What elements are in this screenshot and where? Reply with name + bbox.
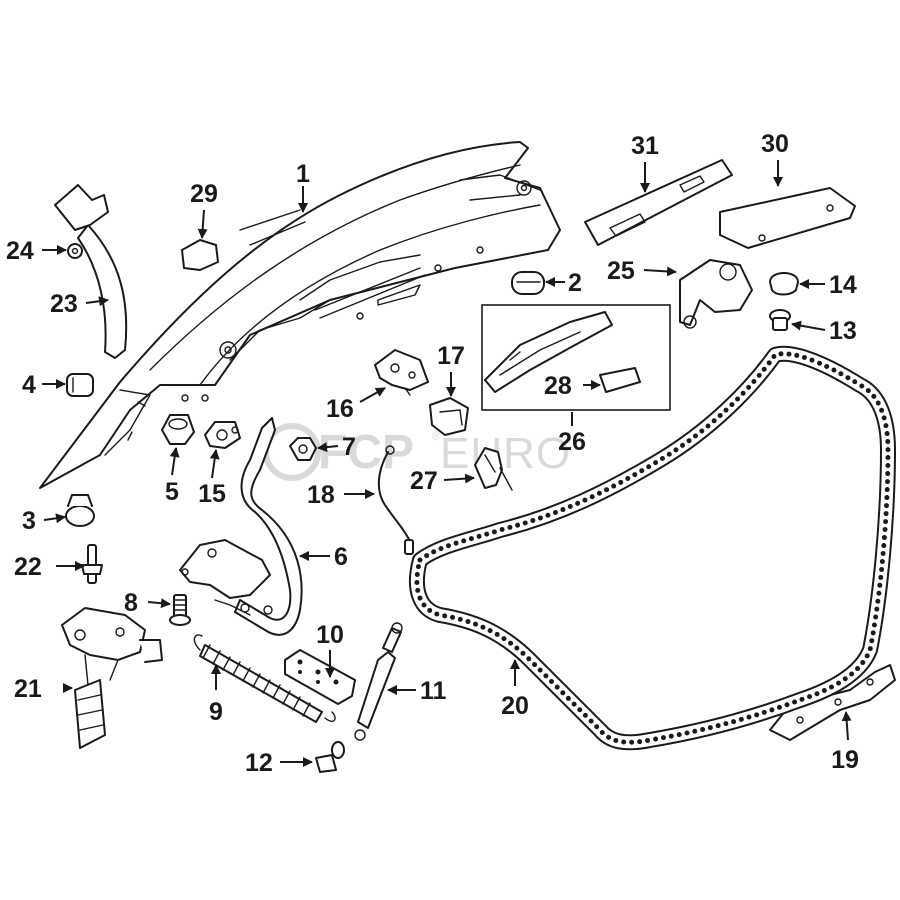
watermark-brand-b: EURO: [440, 429, 571, 478]
callout-13: 13: [829, 317, 857, 345]
part-20-weatherstrip: [408, 345, 896, 751]
part-15-grommet: [204, 421, 241, 449]
watermark-reg-mark: ®: [432, 429, 442, 443]
part-3-bump-stop: [65, 494, 95, 527]
callout-30: 30: [761, 130, 789, 158]
part-14-cap: [769, 272, 799, 296]
part-16-latch: [374, 349, 429, 396]
callout-15: 15: [198, 480, 226, 508]
part-12-bolt: [315, 741, 345, 773]
part-9-spring: [193, 634, 336, 723]
callout-9: 9: [209, 698, 223, 726]
part-13-bolt: [769, 309, 791, 331]
part-30-plate: [719, 187, 856, 249]
callout-24: 24: [6, 237, 34, 265]
callout-8: 8: [124, 589, 138, 617]
callout-3: 3: [22, 507, 36, 535]
callout-12: 12: [245, 749, 273, 777]
part-31-strip: [584, 159, 733, 246]
callout-16: 16: [326, 395, 354, 423]
part-24-clip: [67, 243, 83, 259]
callout-20: 20: [501, 692, 529, 720]
part-11-gas-strut: [354, 622, 403, 741]
callout-2: 2: [568, 269, 582, 297]
part-7-nut: [289, 437, 317, 461]
callout-27: 27: [410, 467, 438, 495]
part-4-pad: [66, 373, 94, 397]
part-26-handle-assembly: [481, 304, 671, 411]
part-21-lock-actuator: [61, 607, 163, 749]
watermark-brand-a: FCP: [318, 426, 414, 479]
callout-25: 25: [607, 257, 635, 285]
callout-19: 19: [831, 746, 859, 774]
callout-21: 21: [14, 675, 42, 703]
callout-22: 22: [14, 553, 42, 581]
part-18-release-cable: [377, 445, 414, 555]
part-29-clip: [181, 239, 219, 271]
callout-11: 11: [420, 677, 447, 705]
part-8-bolt: [169, 594, 191, 626]
callout-6: 6: [334, 543, 348, 571]
callout-23: 23: [50, 290, 78, 318]
part-25-lock-cylinder: [679, 259, 753, 329]
callout-26: 26: [558, 428, 586, 456]
part-27-bracket: [474, 447, 513, 491]
callout-18: 18: [307, 481, 335, 509]
callout-31: 31: [631, 132, 659, 160]
callout-14: 14: [829, 271, 857, 299]
callout-29: 29: [190, 180, 218, 208]
fcp-euro-watermark: FCP EURO ®: [263, 423, 571, 481]
part-22-stud: [81, 544, 103, 584]
part-26-group-box: [481, 304, 671, 411]
callout-10: 10: [316, 621, 344, 649]
callout-7: 7: [342, 433, 356, 461]
callout-5: 5: [165, 478, 179, 506]
part-trunk-lid: [39, 141, 561, 489]
leader-lines: [42, 160, 852, 767]
part-6-hinge: [179, 417, 303, 636]
part-5-buffer: [161, 414, 195, 445]
callout-17: 17: [437, 342, 465, 370]
callout-labels: 1 2 3 4 5 6 7 8 9 10 11 12 13 14 15 16 1…: [6, 130, 859, 777]
part-10-bracket: [284, 649, 356, 705]
callout-28: 28: [544, 372, 572, 400]
callout-1: 1: [296, 160, 310, 188]
part-23-trim-cover: [54, 184, 128, 359]
part-17-switch: [429, 397, 469, 436]
part-2-grommet: [511, 271, 545, 295]
callout-4: 4: [22, 371, 36, 399]
